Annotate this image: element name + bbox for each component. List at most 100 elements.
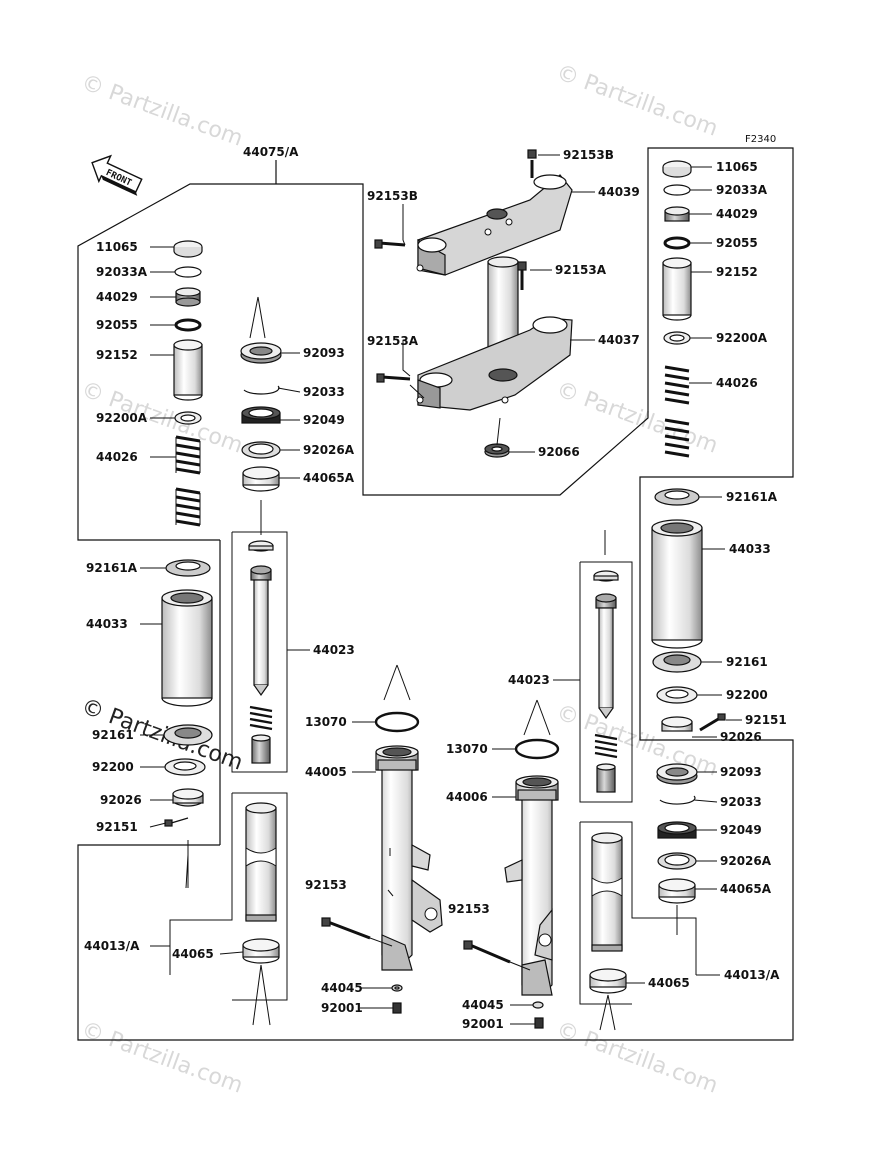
plug-44029 xyxy=(175,287,201,307)
label-r-92049: 92049 xyxy=(720,823,762,837)
cover-44033 xyxy=(161,589,213,707)
label-44065A: 44065A xyxy=(303,471,355,485)
left-center-leaders xyxy=(150,352,310,955)
label-92001-left: 92001 xyxy=(321,1001,363,1015)
label-r-44013A: 44013/A xyxy=(724,968,780,982)
right-leaders xyxy=(626,166,742,984)
label-44013A: 44013/A xyxy=(84,939,140,953)
label-92151: 92151 xyxy=(96,820,138,834)
label-13070-left: 13070 xyxy=(305,715,347,729)
label-44037: 44037 xyxy=(598,333,640,347)
triple-clamp-leaders xyxy=(402,154,595,453)
label-44033: 44033 xyxy=(86,617,128,631)
spring-44026 xyxy=(175,435,201,527)
label-r-92026A: 92026A xyxy=(720,854,772,868)
label-92026: 92026 xyxy=(100,793,142,807)
label-44023-left: 44023 xyxy=(313,643,355,657)
label-92161A: 92161A xyxy=(86,561,138,575)
bolt-92153-right xyxy=(463,940,531,971)
label-92153A-top: 92153A xyxy=(555,263,607,277)
watermark: © Partzilla.com xyxy=(78,70,246,152)
label-92161: 92161 xyxy=(92,728,134,742)
bushing-44065-left xyxy=(242,938,280,964)
label-r-92033A: 92033A xyxy=(716,183,768,197)
front-arrow: FRONT xyxy=(91,154,143,196)
label-r-11065: 11065 xyxy=(716,160,758,174)
inner-tube-44013-left xyxy=(245,802,277,922)
label-44029: 44029 xyxy=(96,290,138,304)
label-r-44026: 44026 xyxy=(716,376,758,390)
inner-tube-44013-right xyxy=(589,832,627,1031)
left-fork-stack xyxy=(161,240,213,827)
label-92001-right: 92001 xyxy=(462,1017,504,1031)
dust-seal-92093 xyxy=(240,342,282,364)
label-92200A: 92200A xyxy=(96,411,148,425)
label-assy-44075A: 44075/A xyxy=(243,145,299,159)
label-44005: 44005 xyxy=(305,765,347,779)
label-92033A: 92033A xyxy=(96,265,148,279)
lower-triple-clamp-44037 xyxy=(376,256,573,458)
oring-92033A xyxy=(174,266,202,278)
circlip-92033 xyxy=(243,385,280,395)
label-44023-right: 44023 xyxy=(508,673,550,687)
right-fork-stack xyxy=(651,160,726,935)
label-92153B-side: 92153B xyxy=(367,189,418,203)
upper-triple-clamp-44039 xyxy=(374,149,573,276)
washer-44045-right xyxy=(532,1001,544,1009)
label-92049: 92049 xyxy=(303,413,345,427)
assembly-frames xyxy=(77,147,794,1041)
label-r-92152: 92152 xyxy=(716,265,758,279)
bushing-44065A xyxy=(242,466,280,492)
right-center-leaders xyxy=(492,679,580,1025)
label-92200: 92200 xyxy=(92,760,134,774)
label-r-44065: 44065 xyxy=(648,976,690,990)
center-leaders xyxy=(352,721,393,1009)
oring-92055 xyxy=(174,318,202,332)
label-44026: 44026 xyxy=(96,450,138,464)
diagram-code: F2340 xyxy=(745,134,776,145)
clamp-92026 xyxy=(172,788,204,807)
label-r-92200A: 92200A xyxy=(716,331,768,345)
bolt-92153-left xyxy=(321,917,393,947)
label-r-92033: 92033 xyxy=(720,795,762,809)
label-r-92151: 92151 xyxy=(745,713,787,727)
bolt-92001-left xyxy=(392,1002,402,1014)
watermark: © Partzilla.com xyxy=(78,1017,246,1099)
label-44045-left: 44045 xyxy=(321,981,363,995)
collar-92152 xyxy=(173,339,203,401)
label-r-92161: 92161 xyxy=(726,655,768,669)
label-r-92200: 92200 xyxy=(726,688,768,702)
left-seal-stack xyxy=(240,296,282,1026)
damper-44023-right xyxy=(593,530,619,793)
label-r-92093: 92093 xyxy=(720,765,762,779)
label-11065: 11065 xyxy=(96,240,138,254)
label-92026A: 92026A xyxy=(303,443,355,457)
label-r-44065A: 44065A xyxy=(720,882,772,896)
label-92033: 92033 xyxy=(303,385,345,399)
oil-seal-92049 xyxy=(241,406,281,424)
label-92055: 92055 xyxy=(96,318,138,332)
label-44006: 44006 xyxy=(446,790,488,804)
label-92153A-side: 92153A xyxy=(367,334,419,348)
label-92066: 92066 xyxy=(538,445,580,459)
outer-tube-44006 xyxy=(504,699,560,996)
label-92153-left: 92153 xyxy=(305,878,347,892)
label-92152: 92152 xyxy=(96,348,138,362)
label-13070-right: 13070 xyxy=(446,742,488,756)
screw-92151 xyxy=(164,817,189,827)
watermark: © Partzilla.com xyxy=(553,1017,721,1099)
outer-tube-44005 xyxy=(374,664,443,971)
label-92153-right: 92153 xyxy=(448,902,490,916)
label-r-92055: 92055 xyxy=(716,236,758,250)
watermark: © Partzilla.com xyxy=(553,60,721,142)
left-leaders xyxy=(140,246,189,889)
damper-44023-left xyxy=(248,500,274,764)
label-44039: 44039 xyxy=(598,185,640,199)
inner-frames xyxy=(169,531,697,1005)
label-r-92026: 92026 xyxy=(720,730,762,744)
label-92153B-top: 92153B xyxy=(563,148,614,162)
label-44045-right: 44045 xyxy=(462,998,504,1012)
label-92093: 92093 xyxy=(303,346,345,360)
